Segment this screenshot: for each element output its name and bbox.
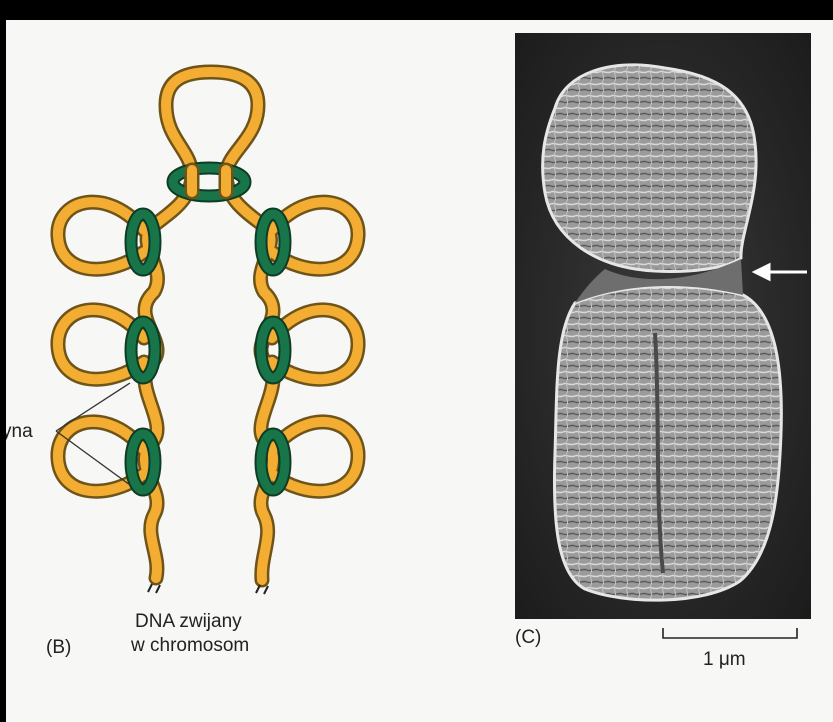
chromosome-upper-arm — [543, 65, 756, 272]
micrograph-image — [515, 33, 811, 619]
top-dna-loop — [166, 72, 258, 176]
figure-page: yna (B) DNA zwijany w chromosom — [6, 20, 833, 722]
scale-label: 1 μm — [703, 650, 746, 669]
left-strand-end-dash-2 — [156, 585, 160, 593]
right-strand-end-dash-2 — [264, 586, 268, 594]
panel-c-letter: (C) — [515, 628, 541, 647]
caption-line-1: DNA zwijany — [135, 612, 242, 631]
chromosome-lower-arm — [554, 287, 781, 601]
dna-chromosome-diagram — [6, 20, 506, 722]
panel-b-letter: (B) — [46, 638, 71, 657]
chromosome-micrograph — [515, 33, 811, 619]
scale-bar — [661, 626, 801, 646]
side-label: yna — [6, 422, 33, 441]
caption-line-2: w chromosom — [131, 636, 249, 655]
left-strand-end-dash-1 — [148, 584, 152, 592]
